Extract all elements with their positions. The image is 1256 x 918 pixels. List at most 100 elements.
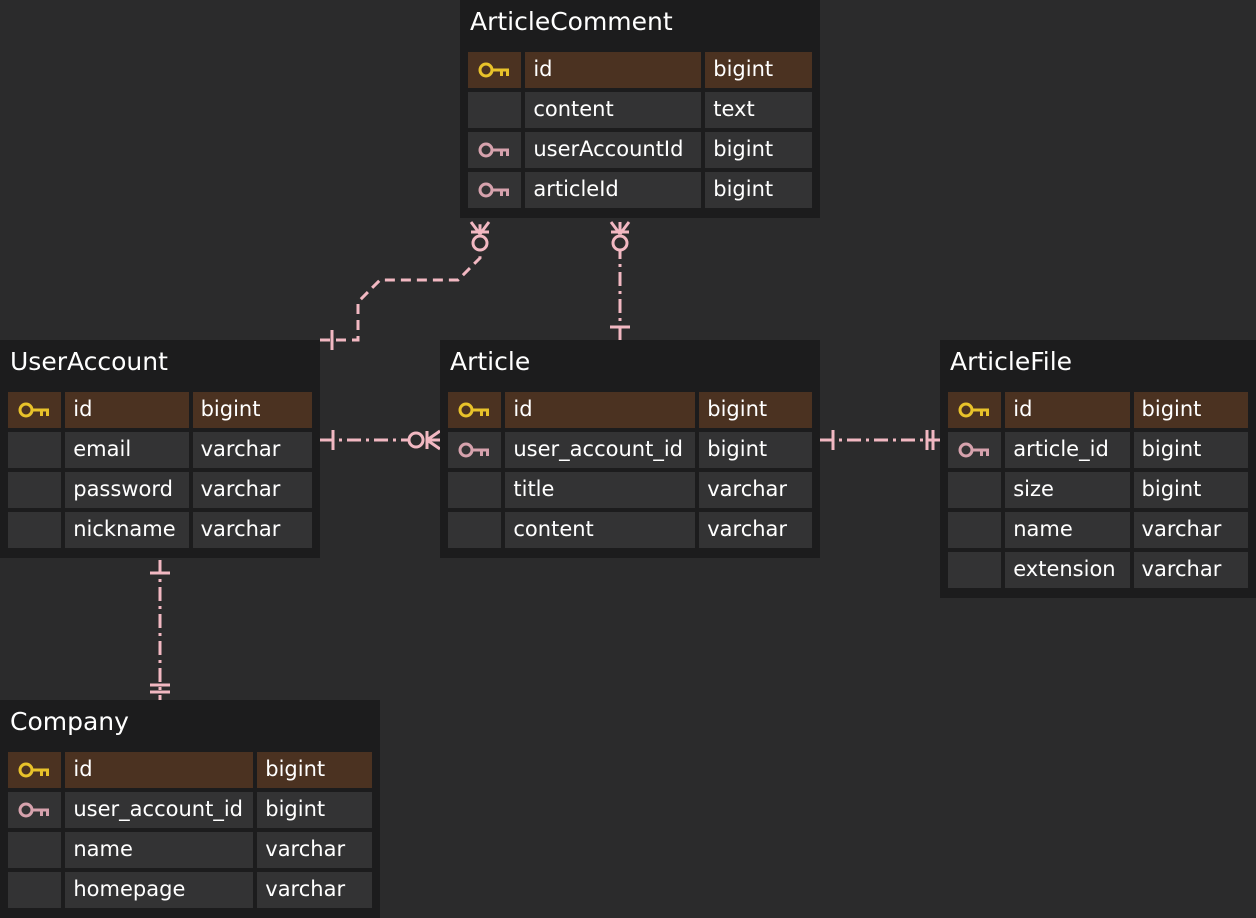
column-name: name: [65, 832, 254, 868]
column-name: homepage: [65, 872, 254, 908]
column-type: text: [705, 92, 812, 128]
column-name: articleId: [525, 172, 702, 208]
column-name: id: [65, 392, 189, 428]
key-cell: [8, 832, 62, 868]
gold-key-icon: [458, 402, 489, 418]
column-name: content: [505, 512, 696, 548]
key-cell: [948, 552, 1002, 588]
column-name: userAccountId: [525, 132, 702, 168]
many-marker: [426, 438, 441, 451]
column-type: bigint: [1133, 392, 1248, 428]
column-type: bigint: [257, 752, 373, 788]
key-cell: [448, 432, 502, 468]
gold-key-icon: [18, 762, 49, 778]
key-cell: [8, 512, 62, 548]
table-title: UserAccount: [10, 347, 168, 376]
key-cell: [948, 432, 1002, 468]
column-type: varchar: [1133, 512, 1248, 548]
column-name: email: [65, 432, 189, 468]
key-cell: [468, 132, 522, 168]
key-cell: [8, 472, 62, 508]
key-cell: [8, 872, 62, 908]
key-cell: [8, 432, 62, 468]
pink-key-icon: [478, 182, 509, 198]
column-name: user_account_id: [65, 792, 254, 828]
zero-marker: [407, 431, 425, 449]
column-name: extension: [1005, 552, 1130, 588]
column-name: user_account_id: [505, 432, 696, 468]
key-cell: [948, 472, 1002, 508]
key-cell: [8, 392, 62, 428]
zero-marker: [611, 234, 629, 252]
pink-key-icon: [478, 142, 509, 158]
key-cell: [468, 172, 522, 208]
column-type: bigint: [1133, 432, 1248, 468]
zero-marker: [471, 234, 489, 252]
column-type: bigint: [705, 172, 812, 208]
key-cell: [448, 392, 502, 428]
column-type: varchar: [257, 832, 373, 868]
gold-key-icon: [18, 402, 49, 418]
column-type: bigint: [1133, 472, 1248, 508]
column-type: bigint: [705, 52, 812, 88]
column-name: password: [65, 472, 189, 508]
column-name: id: [525, 52, 702, 88]
table-title: ArticleComment: [470, 7, 673, 36]
key-cell: [948, 512, 1002, 548]
column-type: varchar: [699, 472, 812, 508]
column-type: varchar: [192, 432, 312, 468]
column-name: content: [525, 92, 702, 128]
pink-key-icon: [18, 802, 49, 818]
edge-useraccount-articlecomment: [320, 222, 482, 342]
column-type: bigint: [699, 392, 812, 428]
column-type: bigint: [699, 432, 812, 468]
key-cell: [448, 512, 502, 548]
column-type: bigint: [705, 132, 812, 168]
many-marker: [426, 429, 441, 442]
column-type: bigint: [257, 792, 373, 828]
gold-key-icon: [958, 402, 989, 418]
column-name: id: [65, 752, 254, 788]
key-cell: [448, 472, 502, 508]
column-type: bigint: [192, 392, 312, 428]
key-cell: [468, 52, 522, 88]
column-type: varchar: [699, 512, 812, 548]
key-cell: [948, 392, 1002, 428]
column-name: nickname: [65, 512, 189, 548]
column-name: size: [1005, 472, 1130, 508]
table-title: ArticleFile: [950, 347, 1073, 376]
key-cell: [8, 752, 62, 788]
column-name: article_id: [1005, 432, 1130, 468]
pink-key-icon: [458, 442, 489, 458]
column-type: varchar: [1133, 552, 1248, 588]
column-name: id: [505, 392, 696, 428]
key-cell: [8, 792, 62, 828]
